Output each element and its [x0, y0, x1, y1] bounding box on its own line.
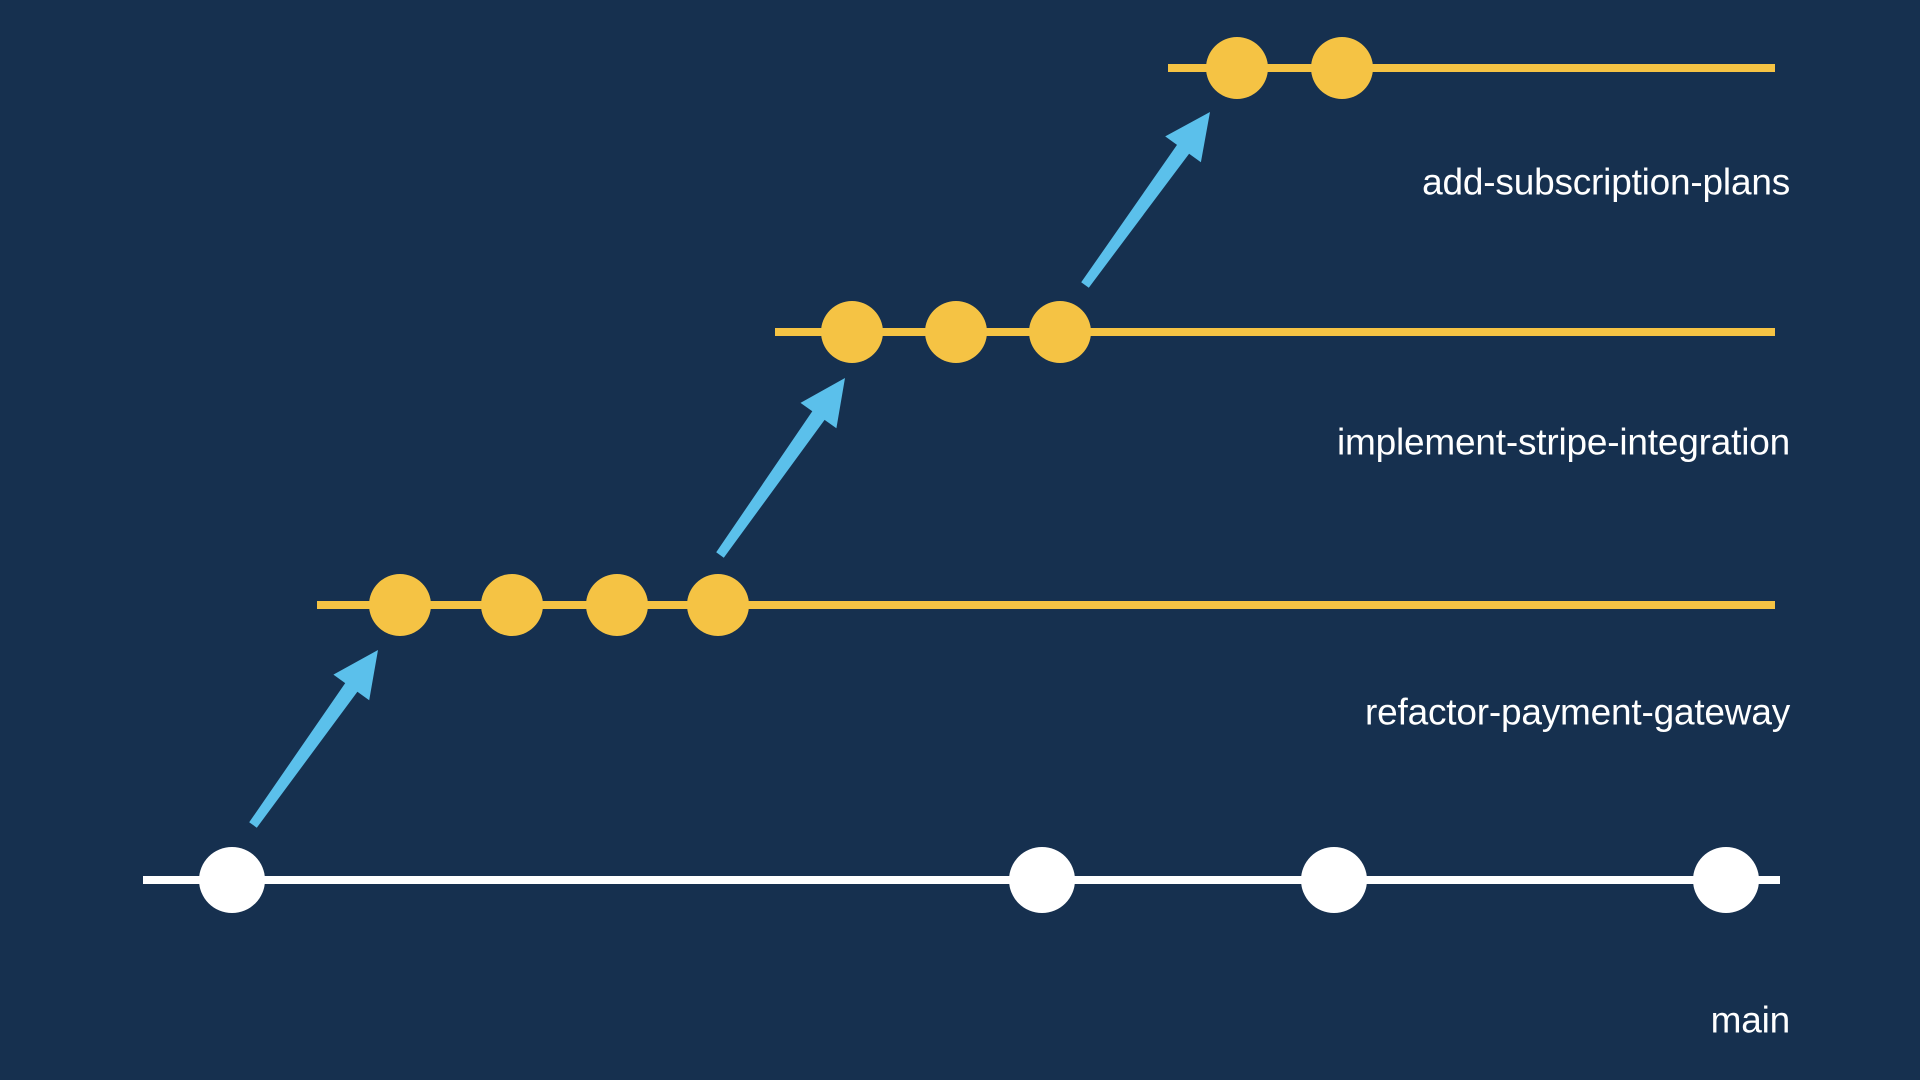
- arrow-stripe-to-subscription-icon: [1081, 112, 1210, 288]
- branch-implement-stripe-integration[interactable]: [775, 301, 1775, 363]
- branch-label-main: main: [1710, 999, 1791, 1041]
- branch-label-refactor-payment-gateway: refactor-payment-gateway: [1365, 691, 1790, 733]
- branch-label-add-subscription-plans: add-subscription-plans: [1422, 161, 1790, 203]
- commit-node[interactable]: [369, 574, 431, 636]
- commit-node[interactable]: [586, 574, 648, 636]
- commit-node[interactable]: [821, 301, 883, 363]
- commit-node[interactable]: [1009, 847, 1075, 913]
- arrow-main-to-refactor-icon: [249, 650, 378, 828]
- commit-node[interactable]: [687, 574, 749, 636]
- commit-node[interactable]: [1029, 301, 1091, 363]
- commit-node[interactable]: [1311, 37, 1373, 99]
- branch-add-subscription-plans[interactable]: [1168, 37, 1775, 99]
- commit-node[interactable]: [481, 574, 543, 636]
- branch-refactor-payment-gateway[interactable]: [317, 574, 1775, 636]
- commit-node[interactable]: [1206, 37, 1268, 99]
- commit-node[interactable]: [1693, 847, 1759, 913]
- commit-node[interactable]: [1301, 847, 1367, 913]
- commit-node[interactable]: [925, 301, 987, 363]
- branch-label-implement-stripe-integration: implement-stripe-integration: [1337, 421, 1790, 463]
- arrow-refactor-to-stripe-icon: [716, 378, 845, 558]
- branch-main[interactable]: [143, 847, 1780, 913]
- commit-node[interactable]: [199, 847, 265, 913]
